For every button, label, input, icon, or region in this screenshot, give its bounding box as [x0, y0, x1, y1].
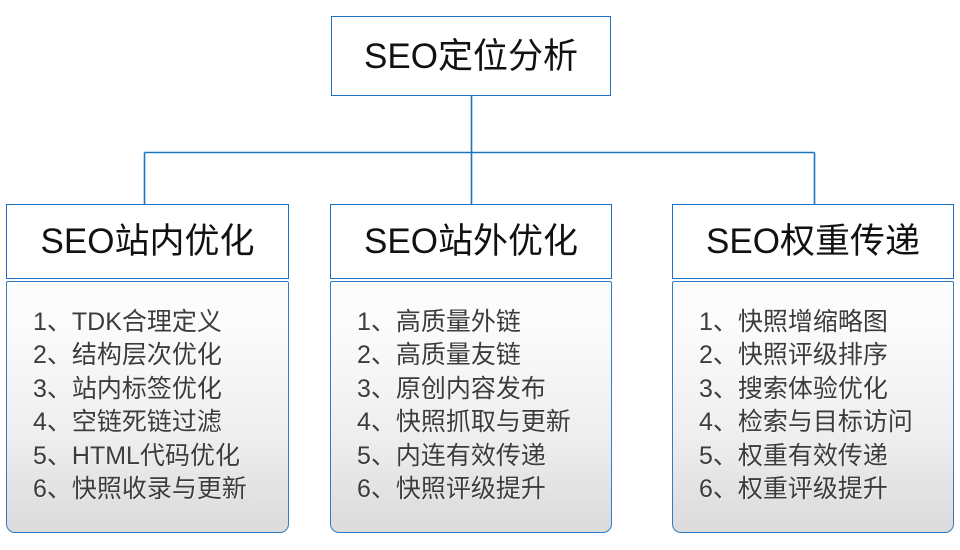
branch-3-header[interactable]: SEO权重传递	[672, 204, 954, 279]
list-item: 5、权重有效传递	[699, 441, 888, 470]
list-item: 6、快照评级提升	[357, 475, 546, 503]
branch-1-list: 1、TDK合理定义 2、结构层次优化 3、站内标签优化 4、空链死链过滤 5、H…	[7, 306, 288, 507]
branch-1-title: SEO站内优化	[40, 222, 255, 261]
branch-1-header[interactable]: SEO站内优化	[6, 204, 289, 279]
list-item: 5、内连有效传递	[357, 441, 546, 470]
branch-column-2[interactable]: SEO站外优化 1、高质量外链 2、高质量友链 3、原创内容发布 4、快照抓取与…	[330, 204, 612, 533]
list-item: 4、快照抓取与更新	[357, 408, 571, 436]
list-item: 3、原创内容发布	[357, 374, 546, 403]
branch-3-title: SEO权重传递	[706, 222, 920, 261]
branch-column-1[interactable]: SEO站内优化 1、TDK合理定义 2、结构层次优化 3、站内标签优化 4、空链…	[6, 204, 289, 533]
list-item: 5、HTML代码优化	[33, 441, 240, 470]
branch-2-header[interactable]: SEO站外优化	[330, 204, 612, 279]
list-item: 6、快照收录与更新	[33, 475, 247, 503]
list-item: 2、结构层次优化	[33, 341, 222, 369]
list-item: 1、TDK合理定义	[33, 307, 222, 336]
branch-3-body: 1、快照增缩略图 2、快照评级排序 3、搜索体验优化 4、检索与目标访问 5、权…	[672, 281, 954, 533]
list-item: 1、高质量外链	[357, 307, 521, 336]
branch-1-body: 1、TDK合理定义 2、结构层次优化 3、站内标签优化 4、空链死链过滤 5、H…	[6, 281, 289, 533]
list-item: 6、权重评级提升	[699, 475, 888, 503]
branch-column-3[interactable]: SEO权重传递 1、快照增缩略图 2、快照评级排序 3、搜索体验优化 4、检索与…	[672, 204, 954, 533]
root-node-label: SEO定位分析	[364, 36, 578, 76]
branch-2-title: SEO站外优化	[364, 222, 578, 261]
branch-2-list: 1、高质量外链 2、高质量友链 3、原创内容发布 4、快照抓取与更新 5、内连有…	[331, 306, 611, 507]
list-item: 2、快照评级排序	[699, 341, 888, 369]
list-item: 2、高质量友链	[357, 341, 521, 369]
branch-3-list: 1、快照增缩略图 2、快照评级排序 3、搜索体验优化 4、检索与目标访问 5、权…	[673, 306, 953, 507]
list-item: 4、空链死链过滤	[33, 408, 222, 436]
branch-2-body: 1、高质量外链 2、高质量友链 3、原创内容发布 4、快照抓取与更新 5、内连有…	[330, 281, 612, 533]
root-node[interactable]: SEO定位分析	[331, 16, 611, 96]
list-item: 3、站内标签优化	[33, 374, 222, 403]
list-item: 3、搜索体验优化	[699, 374, 888, 403]
list-item: 1、快照增缩略图	[699, 307, 888, 336]
list-item: 4、检索与目标访问	[699, 408, 913, 436]
